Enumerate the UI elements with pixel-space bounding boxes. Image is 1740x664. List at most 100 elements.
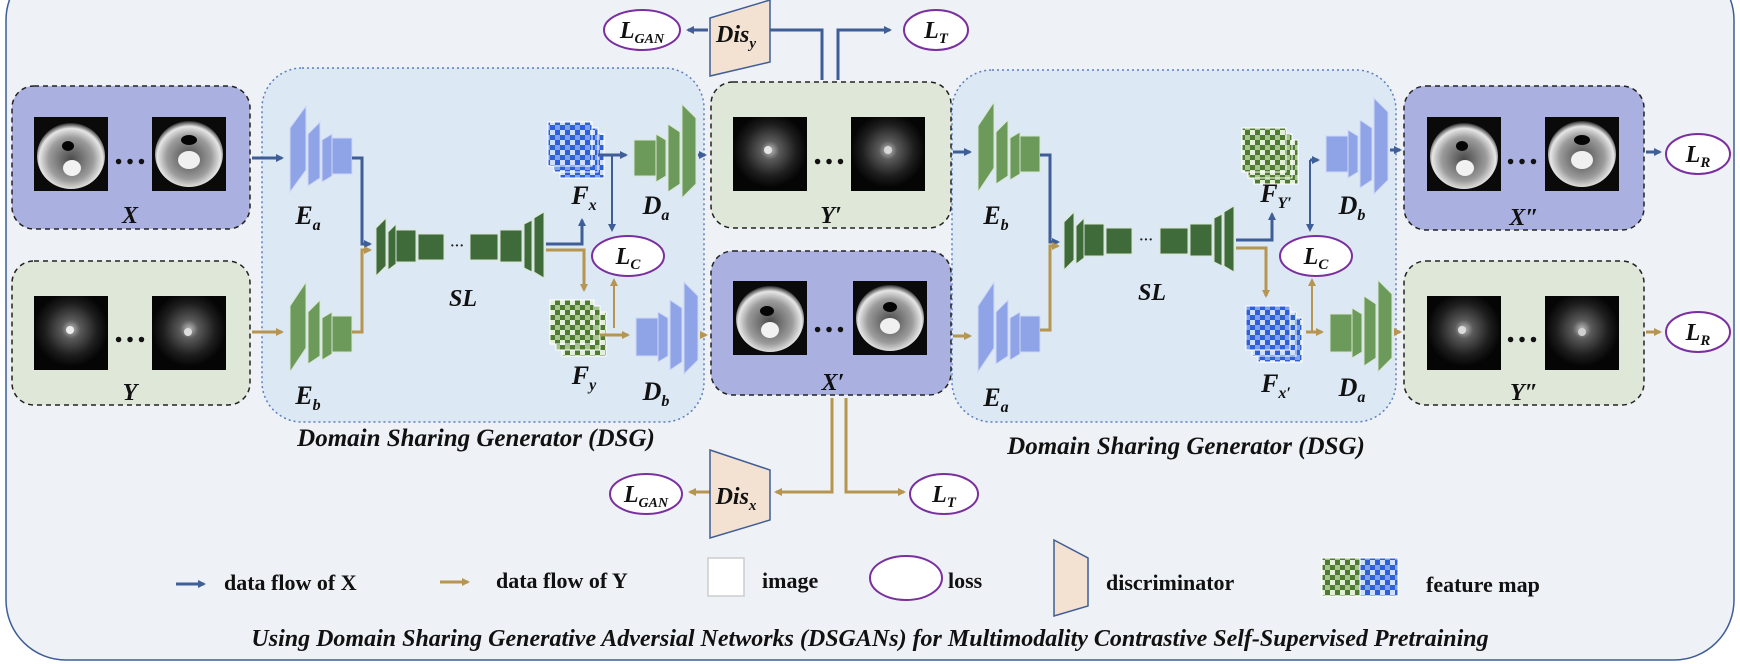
discriminator-bottom: Disx	[709, 448, 771, 540]
feature-map-fx-prime	[1245, 305, 1303, 363]
legend-image: image	[707, 557, 818, 597]
legend-discriminator-label: discriminator	[1106, 570, 1235, 595]
decoder-db2-block	[1325, 96, 1389, 196]
image-ellipsis: …	[113, 135, 147, 172]
loss-r1	[1665, 133, 1731, 175]
loss-c2	[1279, 235, 1353, 277]
decoder-db-block	[635, 280, 699, 376]
loss-t-top	[903, 9, 969, 51]
image-box-y: … Y	[11, 260, 251, 406]
loss-ellipses	[591, 9, 1731, 515]
loss-r2	[1665, 311, 1731, 353]
label-eb-2: Eb	[982, 201, 1008, 234]
dsg2-caption: Domain Sharing Generator (DSG)	[1006, 433, 1365, 460]
legend-flow-y: data flow of Y	[440, 568, 628, 593]
legend-feature-map-label: feature map	[1426, 572, 1540, 597]
pet-image	[733, 117, 807, 191]
label-fy: Fy	[571, 361, 597, 394]
ct-image	[853, 281, 927, 355]
label-db-2: Db	[1338, 191, 1366, 224]
ct-image	[1427, 117, 1501, 191]
pet-image	[1427, 296, 1501, 370]
label-y: Y	[123, 380, 140, 406]
image-ellipsis: …	[812, 303, 846, 340]
discriminator-top: Disy	[709, 0, 771, 77]
legend-flow-y-label: data flow of Y	[496, 568, 628, 593]
image-ellipsis: …	[812, 135, 846, 172]
legend-image-label: image	[762, 568, 818, 593]
image-box-y-prime: … Y′	[710, 81, 952, 229]
decoder-da2-block	[1329, 278, 1393, 374]
label-fx: Fx	[570, 181, 596, 214]
pet-image	[851, 117, 925, 191]
label-x-double-prime: X″	[1508, 205, 1538, 231]
feature-map-fx	[547, 121, 605, 179]
loss-labels: LGAN LT LC LC LR LR LGAN LT	[615, 18, 1711, 511]
label-da: Da	[642, 191, 670, 224]
image-ellipsis: …	[1505, 135, 1539, 172]
legend-feature-map: feature map	[1321, 557, 1540, 597]
loss-gan-top	[603, 9, 681, 51]
loss-t-top-label: LT	[923, 18, 949, 47]
loss-t-bottom	[909, 473, 979, 515]
image-box-x-prime: … X′	[710, 250, 952, 396]
y-flow-arrows	[252, 242, 1662, 496]
legend-loss-label: loss	[948, 568, 983, 593]
shared-layers-block	[375, 211, 545, 279]
ct-image	[152, 117, 226, 191]
image-ellipsis: …	[1505, 313, 1539, 350]
ct-image	[1545, 117, 1619, 191]
label-da-2: Da	[1338, 373, 1366, 406]
label-fy-prime: FY′	[1259, 179, 1292, 212]
image-box-x: … X	[11, 85, 251, 230]
feature-map-fy-prime	[1241, 127, 1299, 185]
encoder-ea2-block	[977, 280, 1041, 374]
legend: data flow of X data flow of Y image loss…	[176, 538, 1540, 618]
label-ea: Ea	[294, 201, 320, 234]
loss-c1-label: LC	[615, 244, 642, 273]
pet-image	[152, 296, 226, 370]
encoder-eb2-block	[977, 100, 1041, 194]
loss-gan-bottom-label: LGAN	[623, 482, 669, 511]
x-flow-arrows	[252, 26, 1662, 248]
loss-gan-top-label: LGAN	[619, 18, 665, 47]
dsg1-labels: Ea Eb Fx Fy Da Db	[294, 181, 669, 414]
legend-flow-x: data flow of X	[176, 570, 357, 595]
legend-discriminator: discriminator	[1053, 538, 1235, 618]
image-box-y-double-prime: … Y″	[1403, 260, 1645, 406]
shared-layers2-block	[1063, 205, 1235, 273]
sl-dots: ···	[1139, 233, 1153, 248]
decoder-da-block	[633, 102, 697, 200]
label-y-prime: Y′	[820, 203, 841, 229]
dis-y-label: Disy	[715, 22, 756, 52]
ct-image	[34, 117, 108, 191]
loss-c1	[591, 235, 665, 277]
label-ea-2: Ea	[982, 383, 1008, 416]
loss-r2-label: LR	[1685, 320, 1711, 349]
dsg2-labels: Eb Ea FY′ Fx′ Db Da	[982, 179, 1365, 416]
ct-image	[733, 281, 807, 355]
label-fx-prime: Fx′	[1260, 369, 1291, 402]
loss-r1-label: LR	[1685, 142, 1711, 171]
encoder-ea-block	[289, 104, 353, 194]
feature-map-fy	[549, 299, 607, 357]
label-db: Db	[642, 377, 670, 410]
figure-caption: Using Domain Sharing Generative Adversia…	[251, 626, 1488, 652]
loss-gan-bottom	[609, 473, 683, 515]
sl-dots: ···	[450, 239, 464, 254]
label-sl-2: SL	[1138, 280, 1166, 306]
label-x-prime: X′	[821, 370, 845, 396]
legend-loss: loss	[869, 555, 983, 601]
dsg1-caption: Domain Sharing Generator (DSG)	[296, 425, 655, 452]
encoder-eb-block	[289, 280, 353, 374]
label-x: X	[121, 203, 139, 229]
label-sl: SL	[449, 286, 477, 312]
label-y-double-prime: Y″	[1510, 380, 1538, 406]
dis-x-label: Disx	[715, 484, 757, 514]
image-ellipsis: …	[113, 313, 147, 350]
pet-image	[34, 296, 108, 370]
label-eb: Eb	[294, 381, 320, 414]
legend-flow-x-label: data flow of X	[224, 570, 357, 595]
